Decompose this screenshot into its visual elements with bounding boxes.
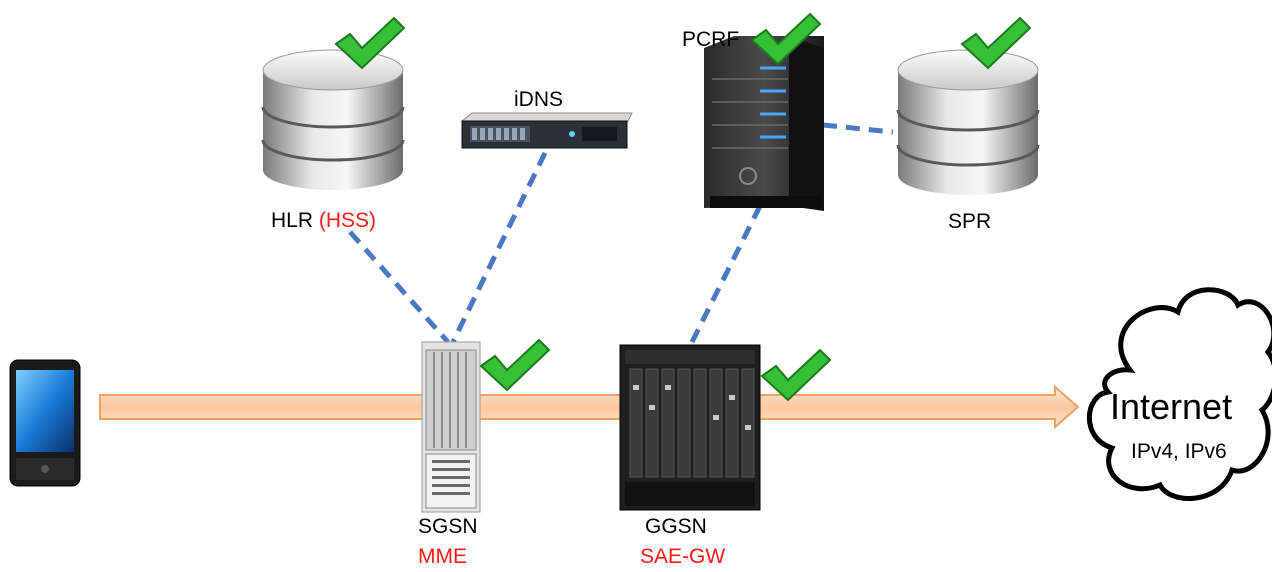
mme-label: MME [418, 545, 467, 568]
sae-gw-label: SAE-GW [640, 545, 726, 568]
link-hlr-sgsn [348, 230, 450, 344]
router-chassis-icon [421, 341, 481, 513]
database-icon [896, 49, 1040, 195]
link-pcrf-ggsn [685, 204, 763, 352]
server-icon [460, 112, 633, 149]
ip-versions-label: IPv4, IPv6 [1131, 440, 1227, 463]
smartphone-icon [9, 359, 81, 487]
idns-label: iDNS [514, 88, 564, 111]
pcrf-label: PCRF [682, 28, 740, 51]
link-pcrf-spr [822, 122, 894, 135]
hlr-label: HLR (HSS) [271, 209, 376, 233]
internet-label: Internet [1110, 386, 1233, 427]
tower-server-icon [704, 36, 824, 211]
spr-label: SPR [948, 210, 992, 233]
link-idns-sgsn [450, 151, 548, 344]
router-chassis-icon [619, 344, 761, 511]
dashed-links [348, 122, 894, 352]
database-icon [261, 49, 405, 190]
sgsn-label: SGSN [418, 515, 478, 538]
ggsn-label: GGSN [645, 515, 707, 538]
cloud-icon [1087, 287, 1272, 501]
checkmark-icon [480, 339, 550, 391]
checkmark-icon [761, 349, 831, 401]
hss-label: (HSS) [318, 209, 377, 232]
hlr-label-text: HLR [271, 209, 314, 232]
flow-arrow [99, 384, 1080, 430]
